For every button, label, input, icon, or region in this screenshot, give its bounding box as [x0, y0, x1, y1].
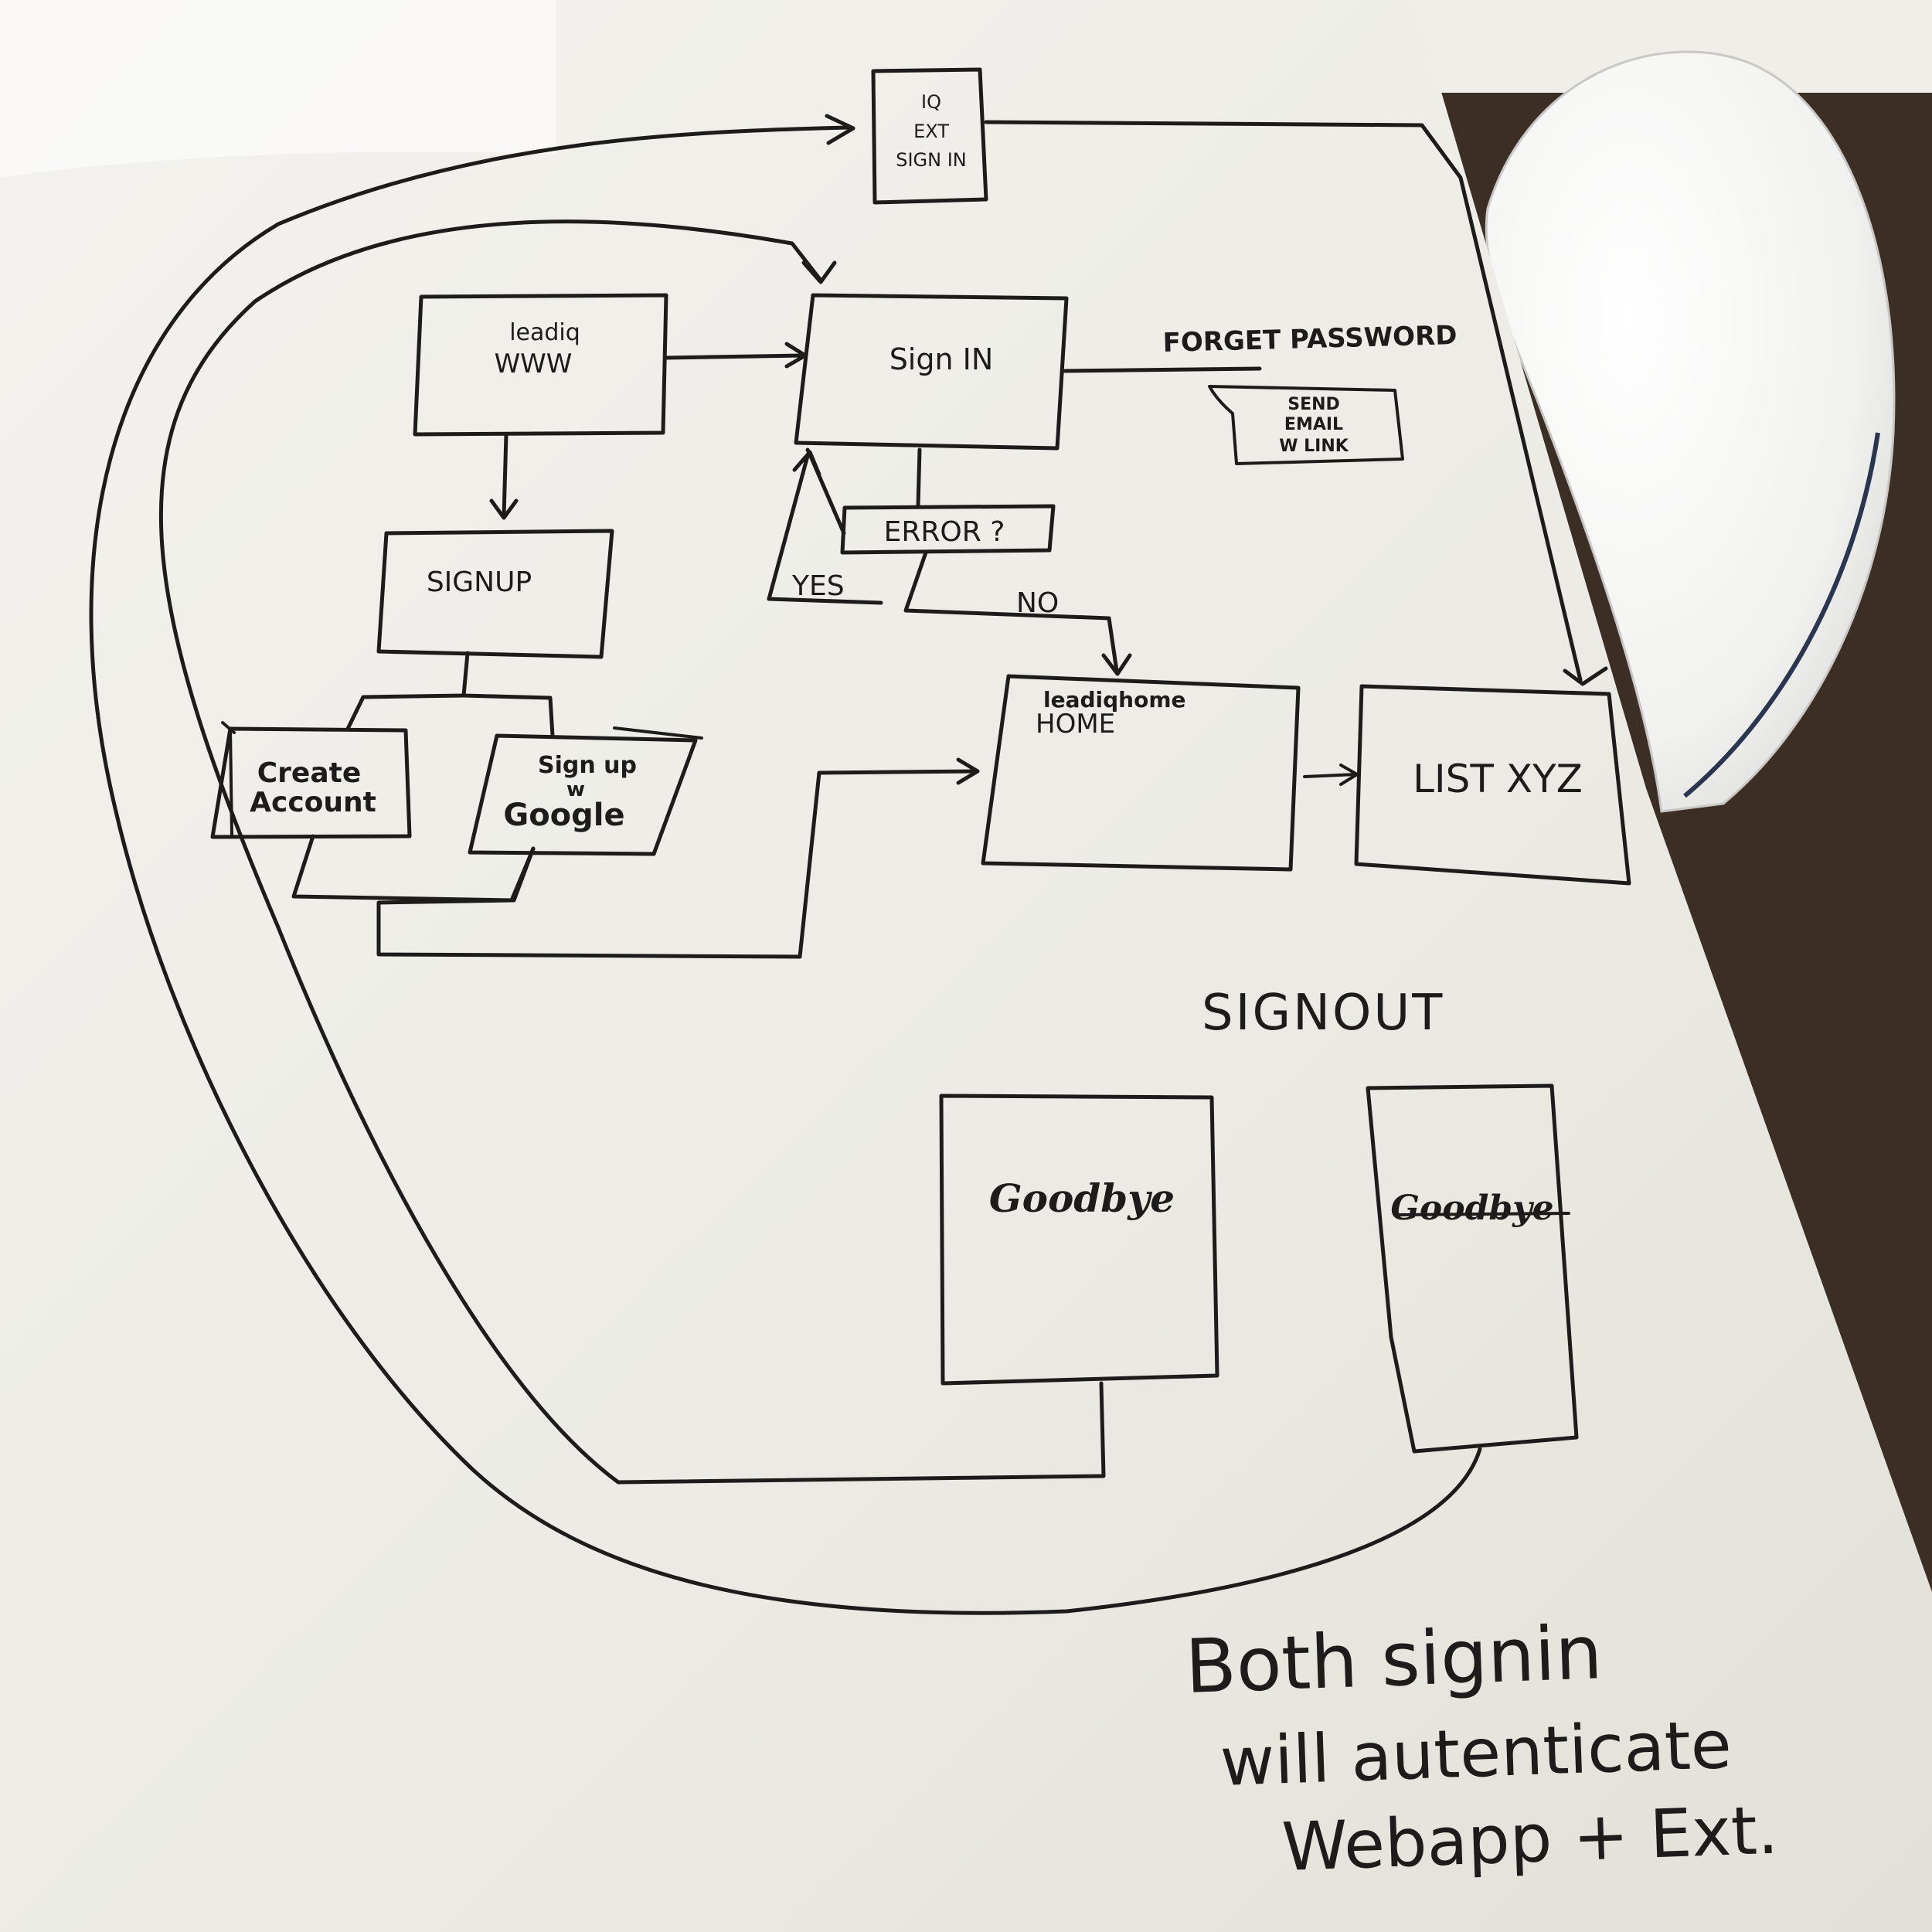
signup-label: SIGNUP [427, 566, 532, 598]
forget-password-label: FORGET PASSWORD [1162, 320, 1458, 359]
box-signup-google-flag [613, 726, 703, 740]
edge-www-signup [502, 432, 509, 519]
leadiq-home-line1: leadiqhome [1043, 687, 1186, 713]
arrowhead-ext-list [1563, 666, 1608, 686]
edge-goodbye-left-signin [158, 219, 1106, 1485]
note-line1: Both signin [1184, 1609, 1604, 1710]
edge-signup-create [345, 651, 470, 731]
sign-in-label: Sign IN [889, 342, 994, 376]
ext-signin-line3: SIGN IN [896, 149, 967, 171]
edge-goodbye-right-ext [89, 125, 1482, 1615]
arrowhead-to-signin [792, 450, 821, 477]
list-xyz-label: LIST XYZ [1413, 757, 1583, 801]
box-error [840, 504, 1056, 555]
box-sign-in [794, 293, 1069, 451]
leadiq-www-line2: WWW [495, 349, 573, 379]
leadiq-home-line2: HOME [1036, 709, 1115, 740]
chair-edge [1683, 432, 1880, 798]
box-goodbye-right [1366, 1083, 1579, 1454]
note-line3: Webapp + Ext. [1281, 1792, 1780, 1886]
ext-signin-line2: EXT [913, 121, 949, 142]
goodbye-right-strike [1397, 1212, 1570, 1216]
ext-signin-line1: IQ [921, 91, 941, 113]
edge-www-signin [664, 353, 806, 360]
arrowhead-to-home [956, 757, 980, 785]
signout-label: SIGNOUT [1202, 985, 1444, 1042]
arrowhead-to-home-top [1101, 653, 1132, 676]
glare [0, 0, 556, 178]
error-label: ERROR ? [884, 516, 1005, 548]
box-ext-signin [871, 67, 988, 205]
signup-google-line3: Google [503, 798, 624, 833]
chair [1485, 50, 1896, 813]
leadiq-www-line1: leadiq [509, 319, 580, 346]
edge-signin-error [916, 447, 922, 509]
create-account-line2: Account [250, 787, 376, 818]
box-leadiq-www [413, 293, 668, 437]
box-signup-google [468, 733, 698, 856]
create-account-line1: Create [257, 757, 362, 789]
note-line2: will autenticate [1219, 1706, 1733, 1801]
edge-google-home [376, 769, 978, 959]
edge-error-yes [767, 454, 810, 601]
signup-google-line2: w [566, 778, 585, 801]
send-email-line2: EMAIL [1284, 415, 1343, 434]
box-goodbye-left [939, 1094, 1219, 1386]
arrowhead-www-signin [784, 342, 808, 369]
box-send-email [1208, 385, 1404, 465]
arrowhead-www-signup [489, 498, 519, 520]
goodbye-right-label: Goodbye [1390, 1189, 1553, 1228]
edge-signup-google [461, 693, 555, 738]
goodbye-left-label: Goodbye [989, 1175, 1175, 1221]
edge-home-list [1303, 773, 1358, 778]
line-forget [1063, 366, 1262, 373]
yes-label: YES [791, 570, 845, 602]
arrowhead-goodbye-ext [825, 114, 855, 145]
send-email-line3: W LINK [1279, 437, 1349, 456]
edge-error-no [903, 550, 1119, 673]
signup-google-line1: Sign up [538, 752, 637, 779]
edge-ext-list [984, 120, 1583, 682]
box-list-xyz [1354, 684, 1631, 886]
arrowhead-goodbye-signin [801, 260, 837, 284]
arrowhead-home-list [1339, 764, 1359, 786]
box-signup [376, 529, 614, 659]
send-email-line1: SEND [1287, 395, 1340, 414]
box-leadiq-home [981, 674, 1301, 872]
edge-yes-base [767, 597, 883, 605]
no-label: NO [1016, 587, 1059, 619]
